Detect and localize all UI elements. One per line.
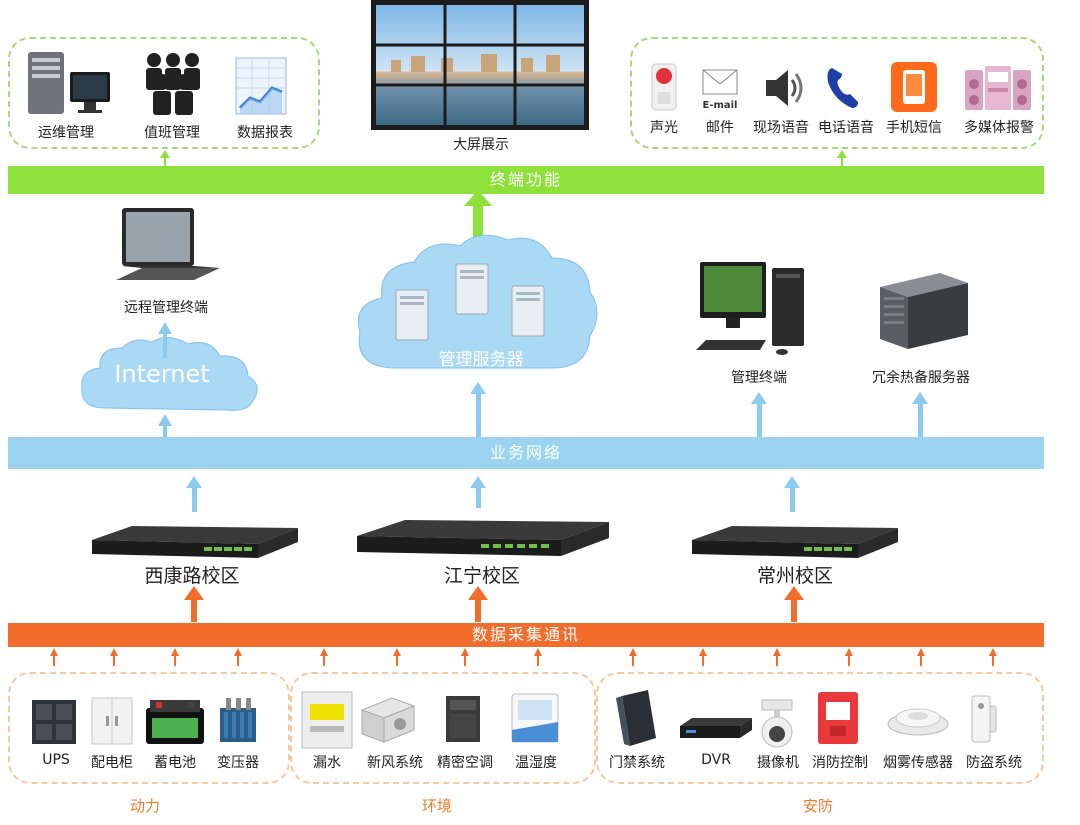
dvr-icon	[680, 718, 752, 738]
speaker-icon	[766, 70, 803, 106]
desktop-pc-icon	[696, 262, 804, 355]
multimedia-alarm-label: 多媒体报警	[964, 120, 1034, 136]
phone-voice-label: 电话语音	[818, 120, 874, 136]
redundant-server-label: 冗余热备服务器	[872, 370, 970, 386]
laptop-icon	[116, 208, 220, 280]
precision-ac-label: 精密空调	[437, 755, 493, 771]
business-network-bar: 业务网络	[8, 437, 1044, 469]
power-category-label: 动力	[129, 797, 161, 815]
camera-icon	[761, 699, 793, 748]
battery-icon	[146, 700, 204, 744]
water-leak-label: 漏水	[313, 755, 341, 771]
phone-icon	[827, 68, 858, 108]
sound-light-label: 声光	[650, 120, 678, 136]
internet-label: Internet	[114, 360, 210, 388]
temp-humidity-label: 温湿度	[515, 755, 557, 771]
security-category-label: 安防	[802, 797, 834, 815]
battery-label: 蓄电池	[154, 755, 196, 771]
anti-theft-icon	[971, 695, 997, 743]
data-report-label: 数据报表	[237, 125, 293, 141]
report-chart-icon	[235, 57, 287, 115]
camera-label: 摄像机	[757, 755, 799, 771]
transformer-icon	[220, 698, 256, 742]
top-left-group	[8, 37, 320, 149]
email-label: 邮件	[706, 120, 734, 136]
collector-device-icon	[92, 526, 298, 558]
distribution-cabinet-icon	[91, 697, 133, 745]
rack-server-icon	[880, 273, 968, 349]
sms-label: 手机短信	[886, 120, 942, 136]
water-leak-icon	[301, 691, 353, 749]
precision-ac-icon	[446, 696, 480, 742]
temp-humidity-icon	[511, 693, 559, 743]
distribution-cabinet-label: 配电柜	[91, 755, 133, 771]
power-group	[8, 672, 290, 784]
campus-xikang-label: 西康路校区	[144, 565, 240, 587]
terminal-functions-bar: 终端功能	[8, 166, 1044, 194]
ups-label: UPS	[42, 752, 70, 768]
onsite-voice-label: 现场语音	[753, 120, 809, 136]
campus-changzhou-label: 常州校区	[756, 565, 834, 587]
fire-control-icon	[818, 692, 858, 744]
internet-cloud-icon	[81, 337, 258, 411]
duty-management-label: 值班管理	[144, 125, 200, 141]
server-monitor-icon	[28, 52, 110, 114]
smoke-detector-label: 烟雾传感器	[883, 755, 953, 771]
smoke-detector-icon	[887, 708, 949, 736]
anti-theft-label: 防盗系统	[966, 755, 1022, 771]
top-right-group	[630, 37, 1044, 149]
alarm-light-icon	[651, 63, 677, 111]
server-units	[395, 263, 545, 341]
management-server-label: 管理服务器	[438, 350, 524, 370]
access-control-icon	[616, 690, 656, 746]
collector-device-icon	[357, 520, 609, 556]
email-icon: E-mail	[702, 69, 738, 111]
email-icon-text: E-mail	[702, 100, 737, 111]
fire-control-label: 消防控制	[812, 755, 868, 771]
data-collection-bar: 数据采集通讯	[8, 623, 1044, 647]
ventilation-icon	[360, 697, 416, 743]
people-icon	[146, 53, 200, 115]
ops-management-label: 运维管理	[38, 125, 94, 141]
environment-group	[290, 672, 596, 784]
collector-device-icon	[692, 526, 898, 558]
environment-category-label: 环境	[421, 797, 453, 815]
video-wall-icon	[371, 0, 589, 130]
campus-jiangning-label: 江宁校区	[443, 565, 521, 587]
security-group	[596, 672, 1044, 784]
dvr-label: DVR	[701, 752, 731, 768]
access-control-label: 门禁系统	[609, 755, 665, 771]
ups-icon	[32, 700, 76, 744]
ventilation-label: 新风系统	[367, 755, 423, 771]
management-terminal-label: 管理终端	[731, 370, 787, 386]
transformer-label: 变压器	[217, 755, 259, 771]
video-wall-label: 大屏展示	[453, 137, 509, 153]
remote-terminal-label: 远程管理终端	[124, 300, 208, 316]
server-cloud-icon	[357, 234, 598, 369]
multimedia-icon	[965, 66, 1031, 110]
mobile-sms-icon	[891, 62, 937, 112]
